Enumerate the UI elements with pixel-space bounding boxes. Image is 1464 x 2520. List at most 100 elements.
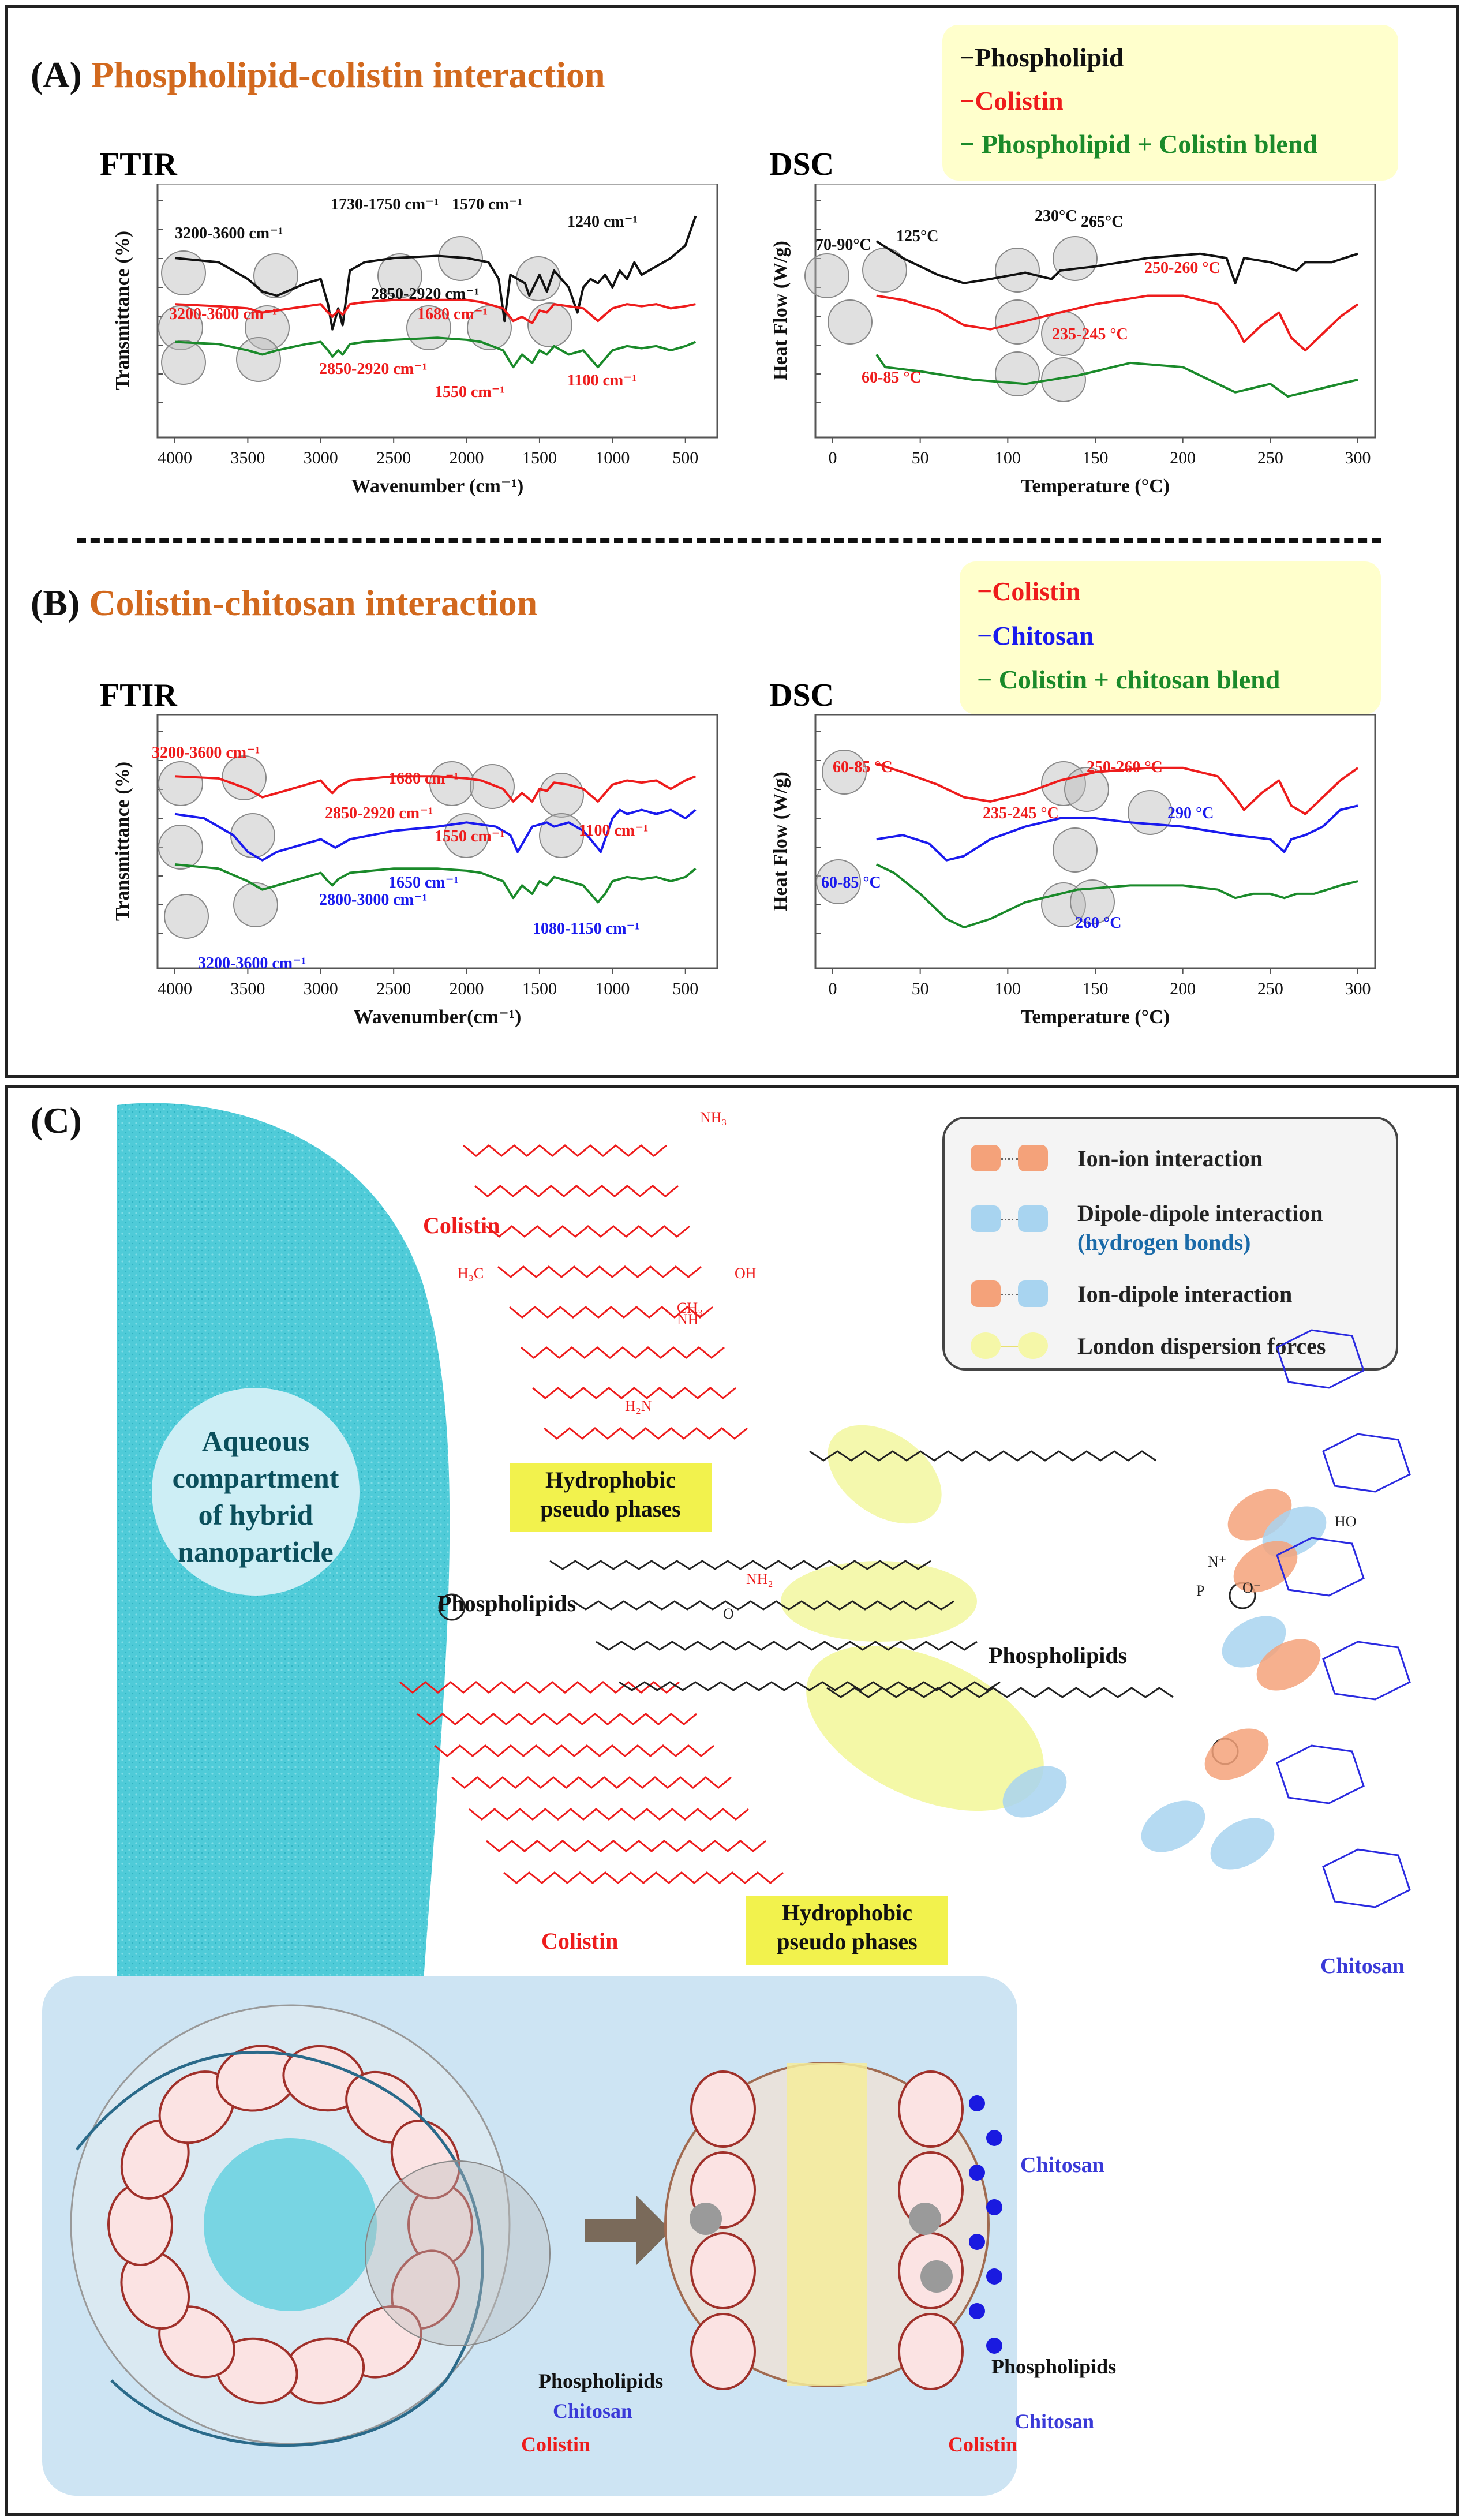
- peak-annotation: 1680 cm⁻¹: [388, 770, 459, 788]
- london-link: [1001, 1346, 1018, 1347]
- np1-chitosan-label: Chitosan: [553, 2399, 633, 2422]
- peak-highlight: [1070, 879, 1115, 924]
- peak-annotation: 125°C: [896, 227, 938, 245]
- peak-annotation: 2850-2920 cm⁻¹: [371, 285, 479, 303]
- peak-highlight: [822, 750, 867, 795]
- x-tick-label: 150: [1083, 979, 1109, 998]
- peak-highlight: [527, 302, 572, 347]
- aqueous-label: Aqueous compartment of hybrid nanopartic…: [152, 1388, 360, 1596]
- chitosan-bead: [969, 2303, 985, 2319]
- x-tick-label: 3000: [304, 979, 338, 998]
- y-axis-label: Transmittance (%): [112, 762, 133, 921]
- peak-highlight: [1053, 236, 1098, 281]
- peak-annotation: 60-85 °C: [862, 369, 922, 387]
- y-axis-label: Heat Flow (W/g): [770, 772, 791, 911]
- colistin-bond: [544, 1427, 748, 1440]
- peak-annotation: 260 °C: [1075, 914, 1121, 932]
- colistin-bond: [503, 1871, 784, 1884]
- hydrogen-bonds-label: (hydrogen bonds): [1077, 1229, 1251, 1255]
- lipid-tail: [619, 1681, 1001, 1691]
- panel-b-name: Colistin-chitosan interaction: [89, 582, 538, 623]
- legend-phospholipid: −Phospholipid: [960, 43, 1124, 72]
- chitosan-ring: [1322, 1433, 1411, 1493]
- x-tick-label: 300: [1345, 979, 1371, 998]
- charge-pair: [690, 2203, 722, 2235]
- peak-annotation: 1100 cm⁻¹: [567, 372, 636, 390]
- peak-annotation: 1100 cm⁻¹: [579, 822, 648, 840]
- plot-frame: [156, 184, 718, 439]
- peak-annotation: 265°C: [1081, 213, 1123, 231]
- y-axis-label: Heat Flow (W/g): [770, 241, 791, 380]
- colistin-bond: [434, 1744, 714, 1757]
- x-tick-label: 500: [672, 979, 698, 998]
- series-line: [875, 354, 1358, 398]
- colistin-bond: [451, 1776, 732, 1789]
- peak-highlight: [1064, 767, 1109, 812]
- peak-annotation: 235-245 °C: [983, 804, 1059, 822]
- peak-annotation: 1730-1750 cm⁻¹: [331, 196, 439, 214]
- x-tick-label: 0: [829, 979, 837, 998]
- peak-highlight: [1053, 827, 1098, 873]
- chitosan-bead: [986, 2199, 1002, 2215]
- interaction-oval: [1256, 1639, 1321, 1691]
- peak-highlight: [816, 859, 861, 904]
- series-line: [876, 762, 1359, 815]
- series-line: [875, 863, 1358, 929]
- peak-highlight: [161, 250, 206, 295]
- chem-atom-label: N⁺: [1208, 1553, 1227, 1570]
- chitosan-bead: [986, 2130, 1002, 2146]
- x-tick-label: 1500: [522, 979, 557, 998]
- ion-dipole-link: [1001, 1294, 1018, 1295]
- peak-annotation: 3200-3600 cm⁻¹: [198, 954, 306, 972]
- lipid-tail: [572, 1600, 954, 1611]
- london-chip-left: [971, 1332, 1001, 1359]
- b-dsc-title: DSC: [769, 677, 834, 713]
- chem-atom-label: OH: [735, 1265, 757, 1282]
- panel-a-name: Phospholipid-colistin interaction: [91, 54, 605, 95]
- colistin-bond: [469, 1808, 749, 1821]
- interaction-legend: Ion-ion interaction Dipole-dipole intera…: [942, 1117, 1398, 1371]
- peak-annotation: 235-245 °C: [1052, 325, 1128, 343]
- x-axis-label: Temperature (°C): [1021, 475, 1170, 497]
- ion-ion-chip-right: [1018, 1145, 1048, 1171]
- peak-annotation: 2800-3000 cm⁻¹: [319, 891, 427, 909]
- series-line: [174, 215, 697, 331]
- peak-annotation: 3200-3600 cm⁻¹: [169, 305, 277, 323]
- peak-highlight: [1041, 357, 1086, 402]
- x-tick-label: 300: [1345, 448, 1371, 467]
- np2-phospholipids-label: Phospholipids: [991, 2355, 1117, 2378]
- x-tick-label: 4000: [158, 979, 192, 998]
- y-axis-label: Transmittance (%): [112, 231, 133, 390]
- ion-ion-link: [1001, 1158, 1018, 1160]
- dispersion-zone: [828, 1425, 942, 1524]
- plot-frame: [814, 184, 1376, 439]
- x-tick-label: 50: [912, 979, 929, 998]
- series-line: [875, 240, 1358, 284]
- phospholipids-mid-label: Phospholipids: [989, 1642, 1128, 1668]
- peak-highlight: [253, 253, 298, 298]
- legend-b-colistin: −Colistin: [977, 576, 1081, 606]
- peak-annotation: 70-90°C: [815, 236, 871, 254]
- x-tick-label: 200: [1170, 448, 1196, 467]
- np2-colistin-label: Colistin: [948, 2433, 1018, 2456]
- chem-atom-label: O⁻: [1242, 1579, 1261, 1596]
- colistin-bond: [486, 1840, 766, 1852]
- series-line: [174, 775, 697, 803]
- x-axis-label: Wavenumber(cm⁻¹): [354, 1006, 522, 1028]
- legend-b-blend: − Colistin + chitosan blend: [977, 665, 1280, 694]
- a-dsc-title: DSC: [769, 147, 834, 182]
- chem-atom-label: H₃C: [458, 1265, 484, 1282]
- peak-highlight: [470, 764, 515, 809]
- zoom-lens: [365, 2160, 551, 2346]
- peak-annotation: 1240 cm⁻¹: [567, 213, 638, 231]
- x-tick-label: 1000: [595, 448, 630, 467]
- peak-annotation: 250-260 °C: [1144, 259, 1220, 277]
- x-tick-label: 250: [1257, 448, 1283, 467]
- series-line: [174, 808, 697, 862]
- peak-highlight: [467, 305, 512, 350]
- chitosan-ring: [1322, 1848, 1411, 1908]
- peak-annotation: 1550 cm⁻¹: [435, 383, 505, 401]
- chem-atom-label: O: [723, 1605, 734, 1622]
